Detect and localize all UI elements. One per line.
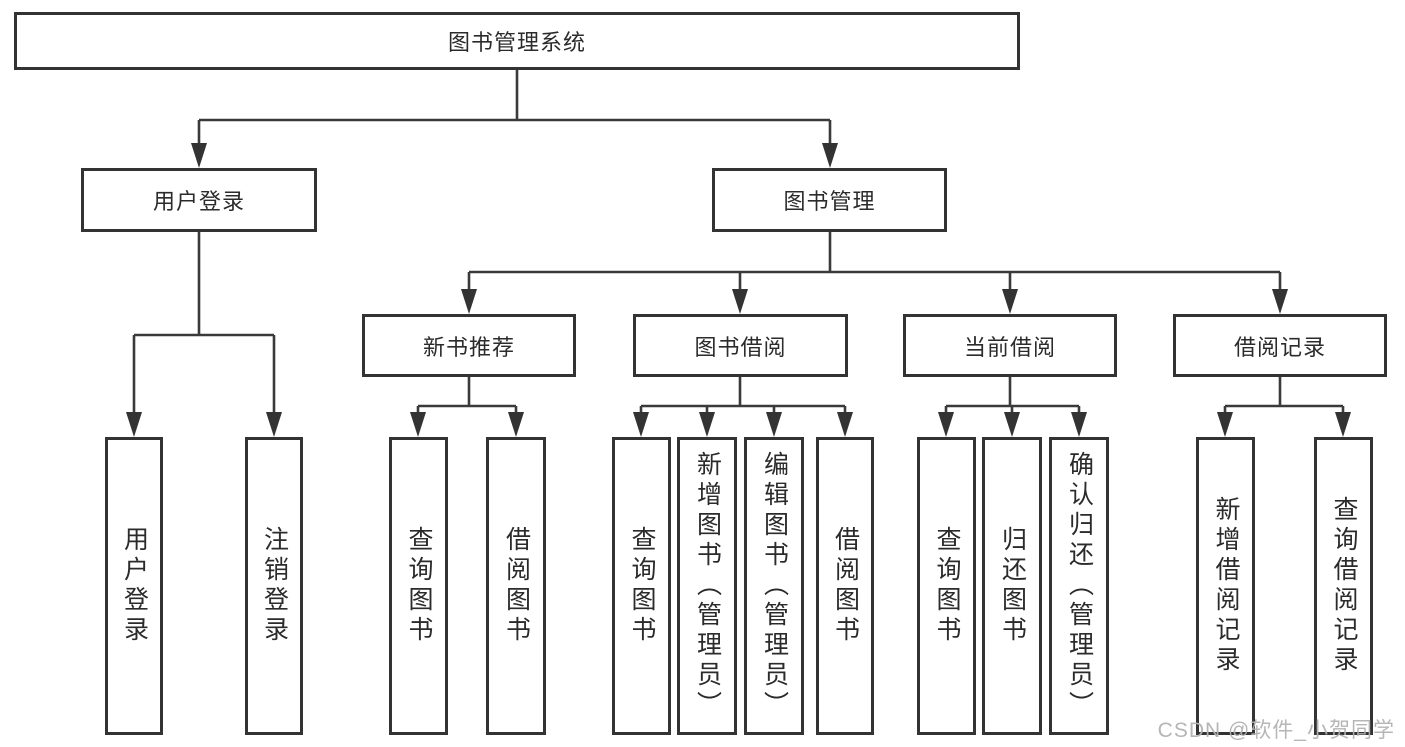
node-cb-confirm-return: 确认归还（管理员） [1049, 437, 1109, 735]
arrow-down-icon [822, 143, 838, 168]
arrow-down-icon [837, 412, 853, 437]
connector-current-borrow [944, 377, 1081, 428]
arrow-down-icon [1071, 412, 1087, 437]
arrow-down-icon [508, 412, 524, 437]
arrow-down-icon [1335, 412, 1351, 437]
node-leaf-user-login: 用户登录 [105, 437, 163, 735]
arrow-down-icon [266, 412, 282, 437]
node-cb-return-book: 归还图书 [982, 437, 1042, 735]
arrow-down-icon [732, 289, 748, 314]
node-book-borrow: 图书借阅 [633, 314, 848, 377]
connector-book-mgmt [467, 232, 1282, 306]
node-user-login: 用户登录 [81, 168, 317, 232]
connector-book-borrow [639, 377, 847, 428]
arrow-down-icon [1002, 289, 1018, 314]
arrow-down-icon [1004, 412, 1020, 437]
node-borrow-records: 借阅记录 [1173, 314, 1387, 377]
node-current-borrow: 当前借阅 [903, 314, 1117, 377]
node-br-query-record: 查询借阅记录 [1314, 437, 1373, 735]
arrow-down-icon [1272, 289, 1288, 314]
arrow-down-icon [699, 412, 715, 437]
node-leaf-logout: 注销登录 [245, 437, 303, 735]
node-bb-query-book: 查询图书 [612, 437, 671, 735]
node-root: 图书管理系统 [14, 12, 1020, 70]
connector-new-book-rec [416, 377, 518, 428]
node-rec-query-book: 查询图书 [389, 437, 448, 735]
arrow-down-icon [766, 412, 782, 437]
node-cb-query-book: 查询图书 [917, 437, 976, 735]
arrow-down-icon [633, 412, 649, 437]
node-bb-add-book: 新增图书（管理员） [677, 437, 737, 735]
node-bb-edit-book: 编辑图书（管理员） [744, 437, 804, 735]
watermark: CSDN @软件_小贺同学 [1157, 719, 1395, 742]
connector-borrow-records [1223, 377, 1345, 428]
arrow-down-icon [191, 143, 207, 168]
arrow-down-icon [1217, 412, 1233, 437]
node-rec-borrow-book: 借阅图书 [486, 437, 546, 735]
node-br-add-record: 新增借阅记录 [1196, 437, 1255, 735]
arrow-down-icon [410, 412, 426, 437]
connector-user-login [132, 232, 276, 428]
arrow-down-icon [938, 412, 954, 437]
node-new-book-rec: 新书推荐 [362, 314, 576, 377]
arrow-down-icon [461, 289, 477, 314]
node-bb-borrow-book: 借阅图书 [816, 437, 874, 735]
arrow-down-icon [126, 412, 142, 437]
node-book-mgmt: 图书管理 [712, 168, 947, 232]
connector-root [197, 70, 832, 160]
